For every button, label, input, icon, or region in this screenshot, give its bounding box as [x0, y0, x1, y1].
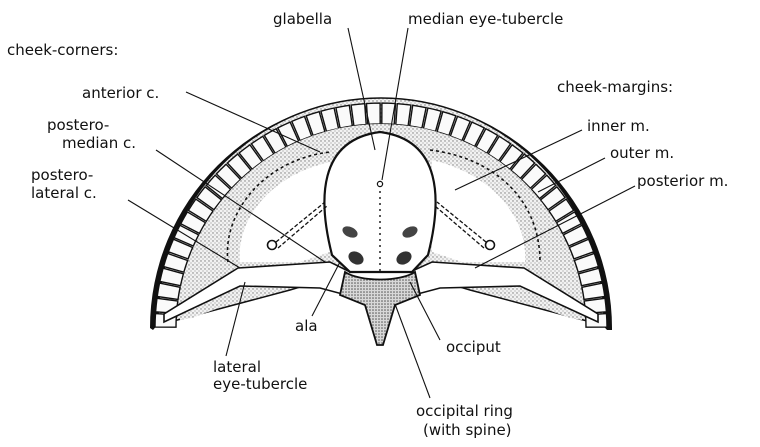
label-glabella: glabella [273, 10, 332, 28]
median-eye-tubercle-dot [377, 181, 382, 186]
label-inner-m: inner m. [587, 117, 650, 135]
label-postero-lateral-1: postero- [31, 166, 93, 184]
label-median-eye-tubercle: median eye-tubercle [408, 10, 563, 28]
border-segment [351, 104, 366, 126]
occipital-ring-spine [340, 272, 420, 345]
label-postero-median-1: postero- [47, 116, 109, 134]
border-segment [396, 104, 411, 126]
label-postero-lateral-2: lateral c. [31, 184, 97, 202]
label-ala: ala [295, 317, 318, 335]
label-lateral-eye-tubercle-1: lateral [213, 358, 261, 376]
lateral-eye-tubercle-right [486, 241, 495, 250]
label-cheek-corners: cheek-corners: [7, 41, 118, 59]
lateral-eye-tubercle-left [268, 241, 277, 250]
label-occipital-ring-1: occipital ring [416, 402, 513, 420]
label-lateral-eye-tubercle-2: eye-tubercle [213, 375, 307, 393]
label-occipital-ring-2: (with spine) [423, 421, 512, 439]
label-postero-median-2: median c. [62, 134, 136, 152]
label-cheek-margins: cheek-margins: [557, 78, 673, 96]
label-posterior-m: posterior m. [637, 172, 728, 190]
label-outer-m: outer m. [610, 144, 674, 162]
label-occiput: occiput [446, 338, 501, 356]
label-anterior-c: anterior c. [82, 84, 159, 102]
